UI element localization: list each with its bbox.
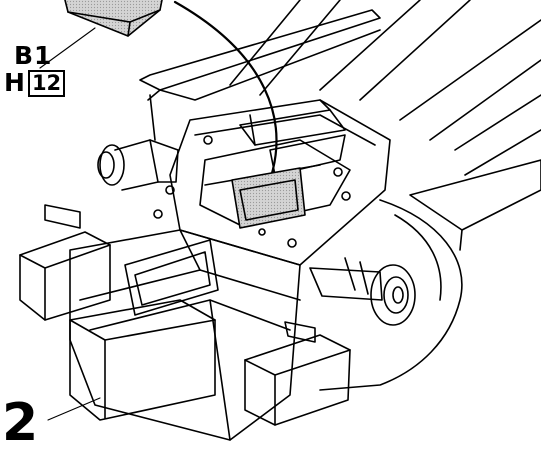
position-number-box: 12 bbox=[27, 70, 66, 97]
left-wheel-hub bbox=[97, 139, 179, 191]
right-wheel-hub bbox=[309, 257, 416, 326]
nose-block bbox=[69, 299, 216, 421]
position-prefix: H bbox=[4, 68, 25, 97]
right-front-wing bbox=[244, 321, 351, 426]
mounting-slot bbox=[231, 167, 306, 229]
left-front-wing bbox=[19, 204, 111, 321]
step-number: 2 bbox=[2, 393, 39, 453]
part-label-b1: B1 bbox=[14, 41, 53, 70]
b1-leader-line bbox=[39, 27, 96, 69]
step-leader-line bbox=[47, 397, 101, 421]
placement-arrow bbox=[173, 0, 278, 210]
part-b1-piece bbox=[64, 0, 163, 37]
mounting-holes bbox=[153, 135, 351, 248]
rear-body-panels bbox=[139, 0, 541, 391]
